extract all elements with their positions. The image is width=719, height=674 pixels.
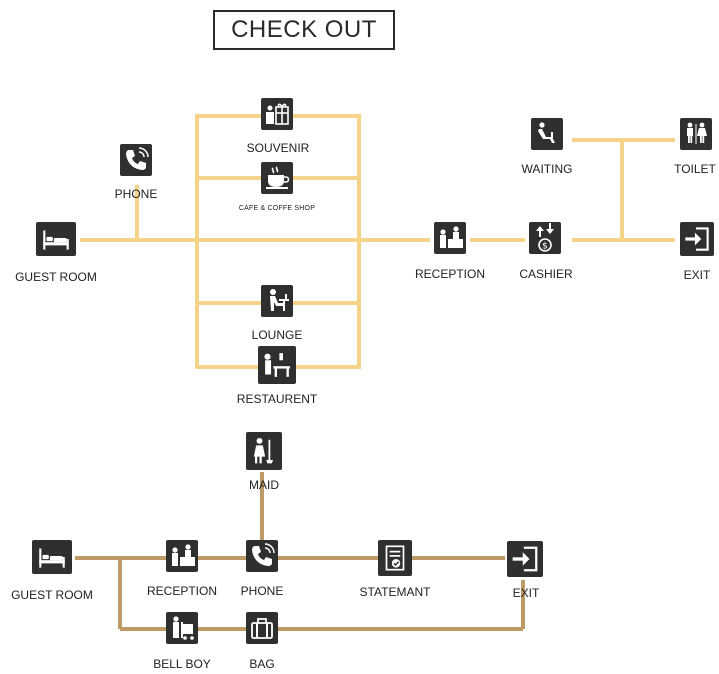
lower-flow-paths [75,472,525,631]
bell-boy-label: BELL BOY [153,657,211,671]
phone-label: PHONE [114,187,158,201]
lounge-icon [261,285,293,317]
cashier-icon: $ [529,222,561,254]
bell-boy-icon [166,612,198,644]
exit-label: EXIT [683,268,711,282]
phone-icon [120,144,152,176]
lower-guest-room-bed-icon [32,540,72,574]
lower-exit-icon [507,541,543,577]
svg-text:$: $ [542,242,548,252]
guest-room-bed-icon [36,222,76,256]
page-title: CHECK OUT [213,10,395,50]
exit-icon [680,222,714,256]
lower-guest-room-label: GUEST ROOM [11,588,93,602]
toilet-icon [680,118,712,150]
cafe-coffee-cup-icon [261,162,293,194]
lower-exit-label: EXIT [512,586,540,600]
waiting-label: WAITING [521,162,573,176]
maid-label: MAID [249,478,279,492]
lower-phone-label: PHONE [240,584,284,598]
lower-reception-label: RECEPTION [146,584,218,598]
souvenir-label: SOUVENIR [246,141,310,155]
restaurent-restaurant-icon [258,346,296,384]
bag-icon [246,612,278,644]
lower-reception-icon [166,540,198,572]
cashier-label: CASHIER [519,267,573,281]
bag-label: BAG [249,657,275,671]
cafe-label: CAFE & COFFE SHOP [238,205,316,212]
statement-icon [378,540,412,576]
guest-room-label: GUEST ROOM [15,270,97,284]
statemant-label: STATEMANT [359,585,431,599]
waiting-icon [531,118,563,150]
restaurent-label: RESTAURENT [236,392,318,406]
reception-icon [434,222,466,254]
toilet-label: TOILET [674,162,716,176]
lounge-label: LOUNGE [251,328,303,342]
reception-label: RECEPTION [414,267,486,281]
lower-phone-icon [246,540,278,572]
upper-flow-paths [80,114,675,369]
souvenir-gift-shop-icon [261,98,293,130]
maid-icon [246,432,282,470]
